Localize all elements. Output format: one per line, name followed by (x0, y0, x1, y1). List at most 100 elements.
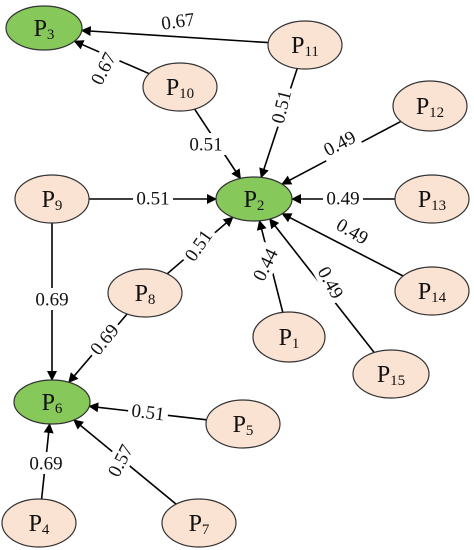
edge-label-group: 0.49 (311, 259, 351, 306)
node-p10: P10 (142, 62, 218, 112)
node-label-subscript: 4 (42, 522, 50, 538)
edge-label-group: 0.69 (26, 452, 66, 475)
node-label-prefix: P (166, 75, 179, 101)
edge-label-background (32, 288, 72, 310)
node-label-subscript: 11 (304, 44, 318, 60)
node-label: P10 (166, 75, 194, 102)
node-label-subscript: 6 (55, 401, 63, 417)
edge-label-background (177, 222, 219, 269)
edge-weight-label: 0.51 (268, 88, 296, 125)
node-label-prefix: P (135, 281, 148, 307)
node-label: P3 (34, 16, 55, 43)
node-p4: P4 (1, 498, 77, 548)
node-label-subscript: 14 (431, 290, 447, 306)
node-p11: P11 (267, 20, 343, 70)
node-ellipse (13, 379, 91, 425)
node-label-subscript: 2 (257, 198, 265, 214)
node-label-prefix: P (42, 390, 55, 416)
node-label-subscript: 5 (246, 423, 254, 439)
node-label-prefix: P (279, 325, 292, 351)
node-label-prefix: P (377, 362, 390, 388)
node-label-subscript: 9 (55, 198, 63, 214)
node-label-subscript: 1 (292, 336, 300, 352)
edge-label-background (316, 124, 363, 163)
edge-label-group: 0.49 (316, 124, 363, 163)
edge-label-group: 0.51 (265, 84, 297, 129)
node-ellipse (252, 311, 326, 363)
node-label: P1 (279, 325, 300, 352)
edge-label-background (186, 133, 226, 155)
node-ellipse (161, 498, 237, 548)
edge-label-background (83, 316, 126, 362)
edge-label-background (101, 437, 139, 484)
node-label: P9 (42, 187, 63, 214)
edge-label-background (84, 45, 122, 92)
node-label-prefix: P (29, 511, 42, 537)
node-p8: P8 (107, 268, 183, 318)
node-p5: P5 (205, 399, 281, 449)
edge-label-background (26, 452, 66, 474)
edge-label-group: 0.49 (329, 211, 376, 251)
node-label: P4 (29, 511, 50, 538)
node-label-prefix: P (416, 94, 429, 120)
node-ellipse (1, 498, 77, 548)
node-ellipse (267, 20, 343, 70)
edge-label-group: 0.69 (32, 288, 72, 311)
node-p7: P7 (161, 498, 237, 548)
node-p6: P6 (13, 379, 91, 425)
node-ellipse (205, 399, 281, 449)
edge-label-group: 0.67 (84, 45, 122, 92)
node-ellipse (392, 80, 468, 132)
node-label: P11 (291, 33, 319, 60)
node-ellipse (14, 174, 90, 224)
node-ellipse (394, 266, 470, 316)
edge-label-group: 0.57 (101, 437, 139, 484)
node-label-subscript: 13 (431, 198, 446, 214)
node-label: P8 (135, 281, 156, 308)
edge-label-background (323, 187, 363, 209)
edge-p11-to-p3 (80, 26, 269, 44)
node-label-subscript: 15 (390, 373, 405, 389)
node-label: P15 (377, 362, 405, 389)
edge-label-group: 0.49 (323, 187, 363, 210)
node-label: P6 (42, 390, 63, 417)
edge-weight-label: 0.51 (130, 401, 166, 426)
node-label: P13 (418, 187, 446, 214)
node-p14: P14 (394, 266, 470, 316)
node-label-prefix: P (418, 187, 431, 213)
node-label-prefix: P (291, 33, 304, 59)
edge-label-group: 0.51 (177, 222, 219, 269)
node-p3: P3 (5, 5, 83, 51)
edge-p14-to-p2 (281, 212, 404, 277)
node-ellipse (352, 349, 430, 399)
node-p9: P9 (14, 174, 90, 224)
node-label: P2 (244, 187, 265, 214)
edge-weight-label: 0.67 (160, 9, 196, 34)
node-p2: P2 (215, 176, 293, 222)
node-label-subscript: 10 (179, 86, 194, 102)
node-label-subscript: 8 (148, 292, 156, 308)
edge-weight-label: 0.69 (35, 290, 68, 311)
edge-label-group: 0.44 (246, 241, 284, 288)
node-p1: P1 (252, 311, 326, 363)
node-label-subscript: 7 (202, 522, 210, 538)
node-label: P14 (418, 279, 447, 306)
edge-labels-layer: 0.670.670.510.510.490.490.490.490.440.51… (26, 7, 376, 484)
node-label: P7 (189, 511, 210, 538)
node-label-prefix: P (34, 16, 47, 42)
node-label-subscript: 3 (47, 27, 55, 43)
node-label-prefix: P (233, 412, 246, 438)
node-ellipse (5, 5, 83, 51)
edge-label-background (246, 241, 284, 288)
edge-label-group: 0.67 (156, 7, 200, 35)
node-p13: P13 (394, 174, 470, 224)
edge-label-group: 0.51 (133, 187, 173, 210)
edge-weight-label: 0.51 (136, 189, 169, 210)
edge-label-background (133, 187, 173, 209)
edge-weight-label: 0.51 (189, 135, 222, 156)
node-label-subscript: 12 (429, 105, 444, 121)
node-label-prefix: P (42, 187, 55, 213)
node-label-prefix: P (244, 187, 257, 213)
